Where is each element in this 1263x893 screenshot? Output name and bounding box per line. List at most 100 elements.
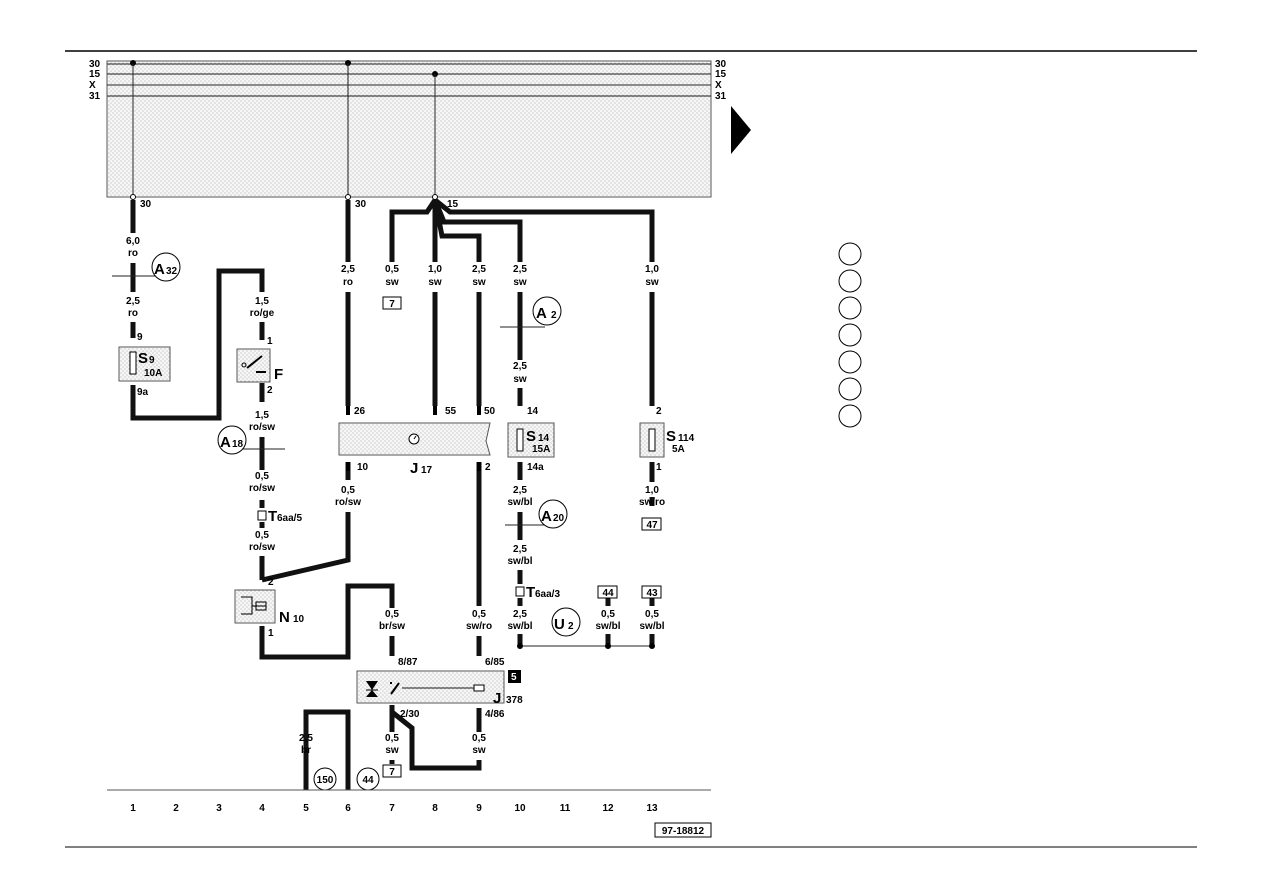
wire-color: sw/bl: [507, 621, 532, 632]
track-number: 2: [173, 803, 179, 814]
wire-size: 2,5: [513, 264, 527, 275]
legend-circle: [838, 296, 862, 320]
connector-a2-letter: A: [536, 305, 547, 322]
ground-point-44: 44: [356, 767, 380, 791]
wire-color: ro: [128, 248, 138, 259]
wire-color: ro/sw: [249, 483, 275, 494]
valve-n10-sub: 10: [293, 614, 305, 625]
wire-size: 2,5: [126, 296, 140, 307]
legend-circle: [838, 377, 862, 401]
rail-label-right-30: 30: [715, 59, 727, 70]
terminal-label: 2/30: [400, 709, 420, 720]
terminal-label: 4/86: [485, 709, 505, 720]
relay-j17: J 17: [338, 422, 491, 477]
wire-color: ro/sw: [249, 422, 275, 433]
terminal-label: 2: [267, 385, 273, 396]
wire-labels: 6,0 ro 2,5 ro 1,5 ro/ge 1,5 ro/sw 0,5 ro…: [126, 236, 665, 756]
fuse-s114: S 114 5A: [639, 422, 695, 458]
rail-label-left-x: X: [89, 80, 96, 91]
wire-size: 0,5: [472, 609, 486, 620]
wire-color: ro/sw: [335, 497, 361, 508]
connector-a20-number: 20: [553, 513, 565, 524]
legend-circle: [838, 350, 862, 374]
wire-size: 0,5: [385, 733, 399, 744]
wire-track-1: [130, 200, 265, 421]
wire-color: br: [301, 745, 311, 756]
ref-box-7-bottom: 7: [382, 764, 402, 778]
track-number: 3: [216, 803, 222, 814]
rail-label-left-15: 15: [89, 69, 101, 80]
connector-t6aa3: T 6aa/3: [515, 584, 560, 601]
wire-color: ro: [128, 308, 138, 319]
connector-t6aa5-sub: 6aa/5: [277, 513, 302, 524]
connector-a2-number: 2: [551, 310, 557, 321]
wire-size: 0,5: [341, 485, 355, 496]
wire-color: sw: [645, 277, 659, 288]
wire-track-7: [389, 198, 438, 262]
wire-color: sw/ro: [639, 497, 665, 508]
terminal-label: 50: [484, 406, 496, 417]
legend-circles: [838, 242, 862, 428]
fuse-s114-sub: 114: [678, 433, 695, 444]
track-number: 6: [345, 803, 351, 814]
track-number: 7: [389, 803, 395, 814]
track-number: 12: [602, 803, 614, 814]
rail-label-right-15: 15: [715, 69, 727, 80]
wire-size: 6,0: [126, 236, 140, 247]
ground-point-150: 150: [313, 767, 337, 791]
fuse-s14-label: S: [526, 428, 536, 445]
ref-7-top-label: 7: [389, 299, 395, 310]
connector-t6aa5: T 6aa/5: [257, 508, 302, 525]
track-number: 9: [476, 803, 482, 814]
terminal-label: 14: [527, 406, 539, 417]
connector-a32-number: 32: [166, 266, 178, 277]
wire-size: 1,5: [255, 296, 269, 307]
wire-color: ro/ge: [250, 308, 275, 319]
legend-circle: [838, 242, 862, 266]
wire-track-9: [432, 199, 482, 406]
connector-u2-letter: U: [554, 616, 565, 633]
wire-color: br/sw: [379, 621, 405, 632]
wire-size: 2,5: [513, 609, 527, 620]
wire-color: sw: [385, 277, 399, 288]
terminal-label: 8/87: [398, 657, 418, 668]
terminal-label: 9a: [137, 387, 149, 398]
fuse-relay-panel: [106, 60, 712, 198]
track-number: 5: [303, 803, 309, 814]
valve-n10: N 10: [234, 589, 305, 626]
terminal-label: 2: [485, 462, 491, 473]
ref-47-label: 47: [646, 520, 658, 531]
continuation-arrow-icon: [731, 106, 751, 154]
connector-t6aa3-sub: 6aa/3: [535, 589, 560, 600]
fuse-s114-rating: 5A: [672, 444, 685, 455]
wire-color: sw/bl: [507, 556, 532, 567]
terminal-label: 9: [137, 332, 143, 343]
wire-size: 2,5: [472, 264, 486, 275]
track-number: 13: [646, 803, 658, 814]
terminal-label: 1: [656, 462, 662, 473]
terminal-label: 6/85: [485, 657, 505, 668]
connector-a20-letter: A: [541, 508, 552, 525]
track-number: 1: [130, 803, 136, 814]
wire-color: ro: [343, 277, 353, 288]
terminal-label: 10: [357, 462, 369, 473]
connector-a18: A 18: [217, 425, 247, 455]
wire-size: 0,5: [645, 609, 659, 620]
wire-color: ro/sw: [249, 542, 275, 553]
wire-track-5-ground: [303, 709, 351, 790]
track-number: 8: [432, 803, 438, 814]
valve-n10-label: N: [279, 609, 290, 626]
switch-f: F: [236, 348, 283, 383]
wire-size: 1,0: [645, 485, 659, 496]
wire-track-6: [261, 200, 351, 583]
wire-color: sw/bl: [639, 621, 664, 632]
terminal-label: 55: [445, 406, 457, 417]
connector-a20: A 20: [538, 499, 568, 529]
wire-size: 1,5: [255, 410, 269, 421]
terminal-label: 30: [140, 199, 152, 210]
relay-position-box: [508, 670, 521, 683]
connector-t6aa5-label: T: [268, 508, 277, 525]
wire-size: 1,0: [645, 264, 659, 275]
wire-size: 0,5: [255, 530, 269, 541]
